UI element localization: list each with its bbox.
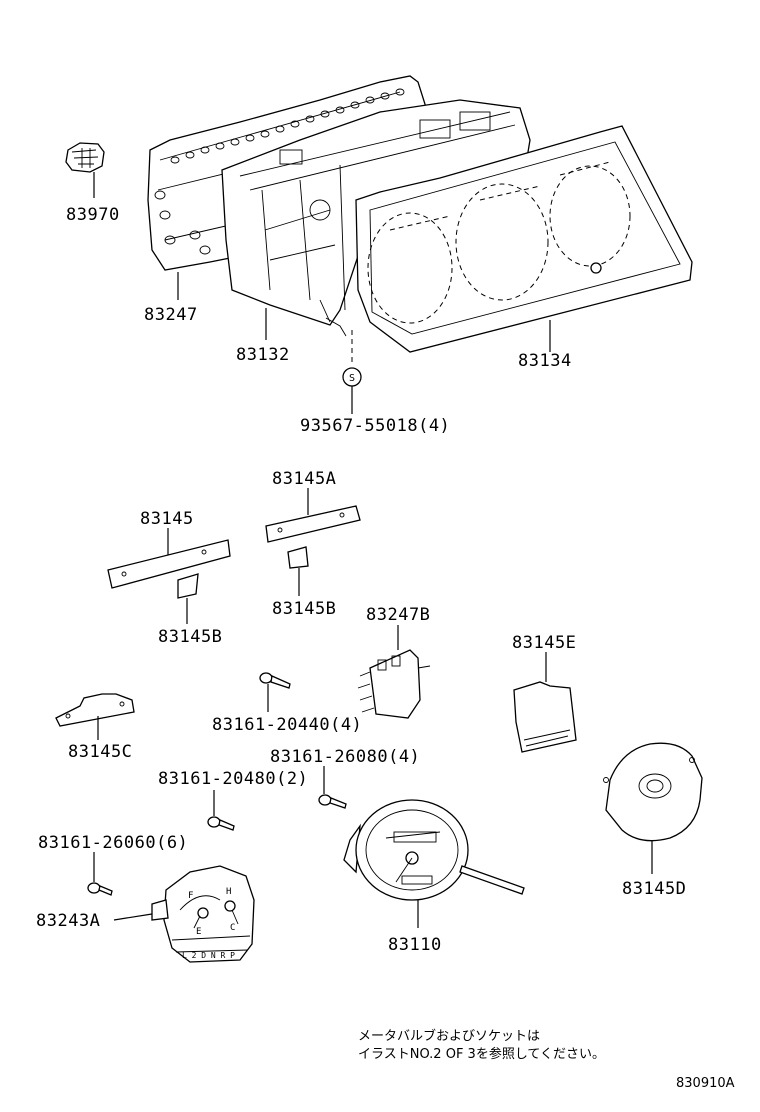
label-83243A: 83243A [36,911,100,931]
label-83970: 83970 [66,205,120,225]
label-83145D: 83145D [622,879,686,899]
label-83161-26080: 83161-26080(4) [270,747,420,767]
screw-symbol: S [349,373,356,384]
label-83145A: 83145A [272,469,336,489]
shift-indicator: L 2 D N R P [182,951,235,960]
label-83247: 83247 [144,305,198,325]
temp-hot-mark: H [226,887,232,897]
label-83132: 83132 [236,345,290,365]
screw-83161-26060 [87,882,113,896]
temp-cold-mark: C [230,923,236,933]
label-83161-20480: 83161-20480(2) [158,769,308,789]
socket-83970 [65,142,105,173]
label-83145: 83145 [140,509,194,529]
label-93567-55018: 93567-55018(4) [300,416,450,436]
reference-note: メータバルブおよびソケットは イラストNO.2 OF 3を参照してください。 [358,1028,605,1064]
label-83110: 83110 [388,935,442,955]
fuel-temp-gauge-83243A: F E H C L 2 D N R P [151,865,255,963]
fuel-empty-mark: E [196,927,202,937]
label-83161-26060: 83161-26060(6) [38,833,188,853]
plate-83145C [55,693,135,727]
plate-83145A [265,505,361,569]
label-83145E: 83145E [512,633,576,653]
speedometer-83110 [343,799,525,901]
reference-note-line-2: イラストNO.2 OF 3を参照してください。 [358,1047,606,1062]
cover-83145D [603,742,703,842]
label-83161-20440: 83161-20440(4) [212,715,362,735]
label-83145C: 83145C [68,742,132,762]
screw-83161-20440 [259,672,291,689]
label-83134: 83134 [518,351,572,371]
diagram-code: 830910A [676,1076,735,1091]
reference-note-line-1: メータバルブおよびソケットは [358,1029,541,1044]
label-83145B-left: 83145B [158,627,222,647]
socket-block-83247B [357,649,431,719]
meter-glass-83134 [355,125,693,353]
screw-83161-26080 [318,794,347,809]
label-83145B-right: 83145B [272,599,336,619]
plate-83145 [107,539,231,599]
screw-83161-20480 [207,816,235,831]
fuel-full-mark: F [188,891,194,901]
label-83247B: 83247B [366,605,430,625]
plate-83145E [513,681,577,753]
